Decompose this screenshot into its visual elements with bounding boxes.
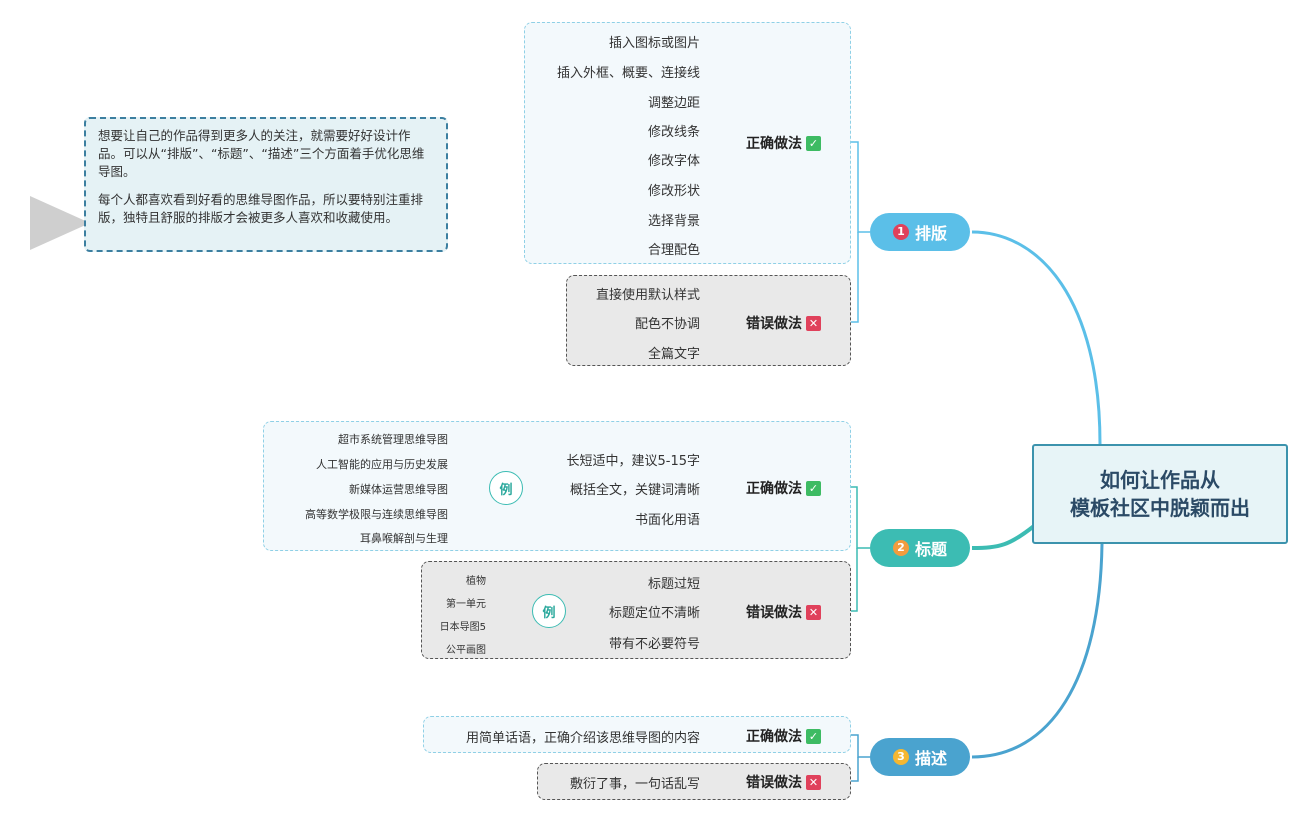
central-topic[interactable]: 如何让作品从 模板社区中脱颖而出 bbox=[1032, 444, 1288, 544]
cross-icon: ✕ bbox=[806, 604, 821, 620]
central-topic-line2: 模板社区中脱颖而出 bbox=[1070, 496, 1250, 520]
branch1-correct-item[interactable]: 修改形状 bbox=[647, 184, 700, 199]
branch2-correct-box bbox=[263, 421, 851, 551]
branch1-wrong-item[interactable]: 配色不协调 bbox=[634, 317, 700, 332]
note-paragraph-1: 想要让自己的作品得到更多人的关注，就需要好好设计作品。可以从“排版”、“标题”、… bbox=[98, 128, 425, 179]
branch2-correct-item[interactable]: 概括全文，关键词清晰 bbox=[569, 483, 700, 498]
branch3-wrong-item[interactable]: 敷衍了事，一句话乱写 bbox=[569, 777, 700, 792]
branch2-correct-example[interactable]: 人工智能的应用与历史发展 bbox=[316, 458, 448, 471]
branch2-wrong-example[interactable]: 公平画图 bbox=[446, 645, 486, 656]
check-icon: ✓ bbox=[806, 728, 821, 744]
branch-3-title: 描述 bbox=[914, 749, 947, 768]
branch1-wrong-label: 错误做法 bbox=[746, 316, 802, 332]
branch2-correct-example[interactable]: 超市系统管理思维导图 bbox=[338, 433, 448, 446]
note-paragraph-2: 每个人都喜欢看到好看的思维导图作品，所以要特别注重排版，独特且舒服的排版才会被更… bbox=[98, 192, 424, 225]
example-node[interactable]: 例 bbox=[532, 594, 566, 628]
branch3-wrong-node[interactable]: 错误做法 ✕ bbox=[746, 772, 821, 792]
branch2-wrong-node[interactable]: 错误做法 ✕ bbox=[746, 602, 821, 622]
central-topic-line1: 如何让作品从 bbox=[1100, 468, 1220, 492]
branch2-correct-item[interactable]: 书面化用语 bbox=[634, 513, 700, 528]
branch2-wrong-example[interactable]: 植物 bbox=[466, 576, 486, 587]
branch2-wrong-item[interactable]: 带有不必要符号 bbox=[608, 637, 700, 652]
branch2-wrong-item[interactable]: 标题过短 bbox=[647, 577, 700, 592]
branch1-correct-box bbox=[524, 22, 851, 264]
branch1-wrong-item[interactable]: 全篇文字 bbox=[647, 347, 700, 362]
number-3-icon: 3 bbox=[892, 749, 909, 765]
branch2-correct-example[interactable]: 新媒体运营思维导图 bbox=[349, 483, 448, 496]
branch2-correct-example[interactable]: 高等数学极限与连续思维导图 bbox=[305, 508, 448, 521]
example-node[interactable]: 例 bbox=[489, 471, 523, 505]
branch1-correct-item[interactable]: 选择背景 bbox=[647, 214, 700, 229]
branch1-correct-item[interactable]: 插入图标或图片 bbox=[608, 36, 700, 51]
branch2-wrong-item[interactable]: 标题定位不清晰 bbox=[608, 606, 700, 621]
branch2-correct-label: 正确做法 bbox=[746, 481, 802, 497]
branch-1-node[interactable]: 1 排版 bbox=[870, 213, 970, 251]
branch2-wrong-example[interactable]: 日本导图5 bbox=[439, 622, 486, 633]
branch1-correct-item[interactable]: 调整边距 bbox=[647, 96, 700, 111]
branch-3-node[interactable]: 3 描述 bbox=[870, 738, 970, 776]
branch1-wrong-box bbox=[566, 275, 851, 366]
branch2-wrong-label: 错误做法 bbox=[746, 605, 802, 621]
branch3-correct-node[interactable]: 正确做法 ✓ bbox=[746, 726, 821, 746]
branch3-correct-label: 正确做法 bbox=[746, 729, 802, 745]
branch1-correct-item[interactable]: 插入外框、概要、连接线 bbox=[556, 66, 700, 81]
number-1-icon: 1 bbox=[892, 224, 909, 240]
note-pointer bbox=[30, 196, 90, 250]
number-2-icon: 2 bbox=[892, 540, 909, 556]
branch2-correct-item[interactable]: 长短适中，建议5-15字 bbox=[566, 454, 700, 469]
branch-1-title: 排版 bbox=[914, 224, 947, 243]
check-icon: ✓ bbox=[806, 480, 821, 496]
branch1-wrong-node[interactable]: 错误做法 ✕ bbox=[746, 313, 821, 333]
branch1-correct-item[interactable]: 合理配色 bbox=[647, 243, 700, 258]
check-icon: ✓ bbox=[806, 135, 821, 151]
cross-icon: ✕ bbox=[806, 315, 821, 331]
branch1-correct-label: 正确做法 bbox=[746, 136, 802, 152]
branch3-wrong-label: 错误做法 bbox=[746, 775, 802, 791]
branch2-wrong-box bbox=[421, 561, 851, 659]
branch3-wrong-box bbox=[537, 763, 851, 800]
branch2-correct-node[interactable]: 正确做法 ✓ bbox=[746, 478, 821, 498]
branch-2-node[interactable]: 2 标题 bbox=[870, 529, 970, 567]
note-callout[interactable]: 想要让自己的作品得到更多人的关注，就需要好好设计作品。可以从“排版”、“标题”、… bbox=[84, 117, 448, 252]
branch1-correct-item[interactable]: 修改字体 bbox=[647, 154, 700, 169]
branch3-correct-box bbox=[423, 716, 851, 753]
cross-icon: ✕ bbox=[806, 774, 821, 790]
branch1-wrong-item[interactable]: 直接使用默认样式 bbox=[595, 288, 700, 303]
branch2-wrong-example[interactable]: 第一单元 bbox=[446, 599, 486, 610]
branch-2-title: 标题 bbox=[914, 540, 947, 559]
branch2-correct-example[interactable]: 耳鼻喉解剖与生理 bbox=[360, 532, 448, 545]
branch1-correct-node[interactable]: 正确做法 ✓ bbox=[746, 133, 821, 153]
branch3-correct-item[interactable]: 用简单话语，正确介绍该思维导图的内容 bbox=[465, 731, 700, 746]
branch1-correct-item[interactable]: 修改线条 bbox=[647, 125, 700, 140]
